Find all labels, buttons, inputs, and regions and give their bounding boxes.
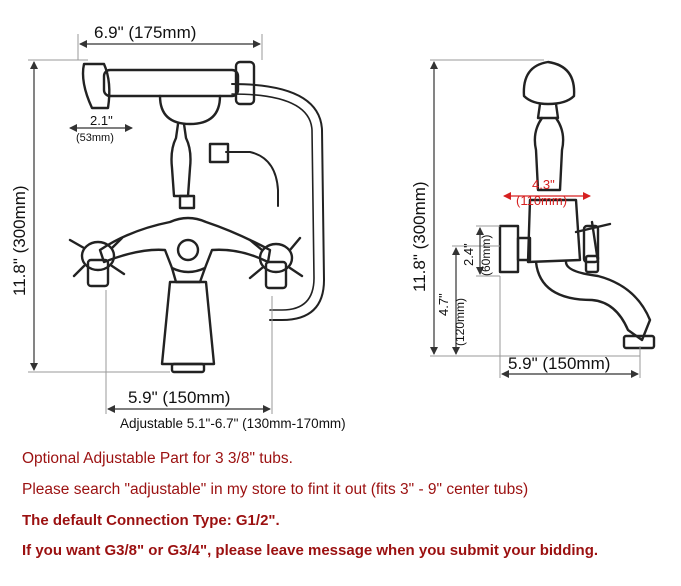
front-collar (178, 194, 196, 210)
handset-bar (102, 68, 240, 98)
side-handset-head (522, 60, 576, 106)
center-valve (176, 238, 200, 262)
front-stem (170, 122, 192, 198)
front-body (98, 216, 272, 274)
front-guide-lines (28, 34, 273, 414)
shower-hose (231, 83, 325, 321)
side-wall-flange (498, 224, 520, 274)
side-cross-handle (574, 220, 612, 274)
front-base-foot (170, 362, 206, 374)
front-handle-width-label: 2.1" (90, 113, 113, 128)
front-height-label: 11.8" (300mm) (10, 185, 29, 296)
note-optional-adjustable-part: Optional Adjustable Part for 3 3/8" tubs… (22, 450, 293, 467)
hose-connector-nut (208, 142, 230, 164)
faucet-dimension-drawing: 6.9" (175mm) 2.1" (53mm) 11.8" (300mm) 5… (10, 23, 656, 431)
front-base-width-label: 5.9" (150mm) (128, 388, 230, 407)
front-handle-width-mm-label: (53mm) (76, 132, 114, 144)
hose-connector-pipe (225, 151, 279, 207)
side-dimension-arrows (430, 61, 639, 378)
front-dimension-arrows (30, 40, 271, 413)
note-default-connection: The default Connection Type: G1/2". (22, 512, 280, 529)
side-inlet-pipe (516, 236, 532, 262)
side-inlet-height-label: 2.4" (461, 243, 476, 266)
side-outlet-width-label: 4.3" (532, 177, 555, 192)
front-base (160, 280, 216, 366)
side-faucet-outline (498, 60, 656, 350)
front-adjustable-label: Adjustable 5.1"-6.7" (130mm-170mm) (120, 416, 346, 431)
side-body (526, 198, 582, 264)
side-handset-neck (536, 102, 560, 120)
side-outlet-width-mm-label: (110mm) (516, 193, 567, 208)
front-width-top-label: 6.9" (175mm) (94, 23, 196, 42)
side-stem (533, 116, 565, 192)
handset-cradle-ring (158, 94, 222, 126)
note-alternate-connection: If you want G3/8" or G3/4", please leave… (22, 542, 599, 559)
note-search-store: Please search "adjustable" in my store t… (22, 481, 529, 498)
side-spout-tip (622, 334, 656, 350)
side-spout-height-label: 4.7" (436, 293, 451, 316)
side-spout-height-mm-label: (120mm) (453, 298, 467, 346)
side-height-label: 11.8" (300mm) (410, 181, 429, 292)
handset-cup-right (234, 60, 256, 106)
side-reach-label: 5.9" (150mm) (508, 354, 610, 373)
right-cross-handle (248, 236, 304, 290)
front-faucet-outline (68, 60, 325, 374)
shower-hose-inner (231, 93, 315, 311)
left-cross-handle (68, 236, 126, 288)
side-spout (534, 260, 652, 342)
side-inlet-height-mm-label: (60mm) (479, 235, 493, 276)
